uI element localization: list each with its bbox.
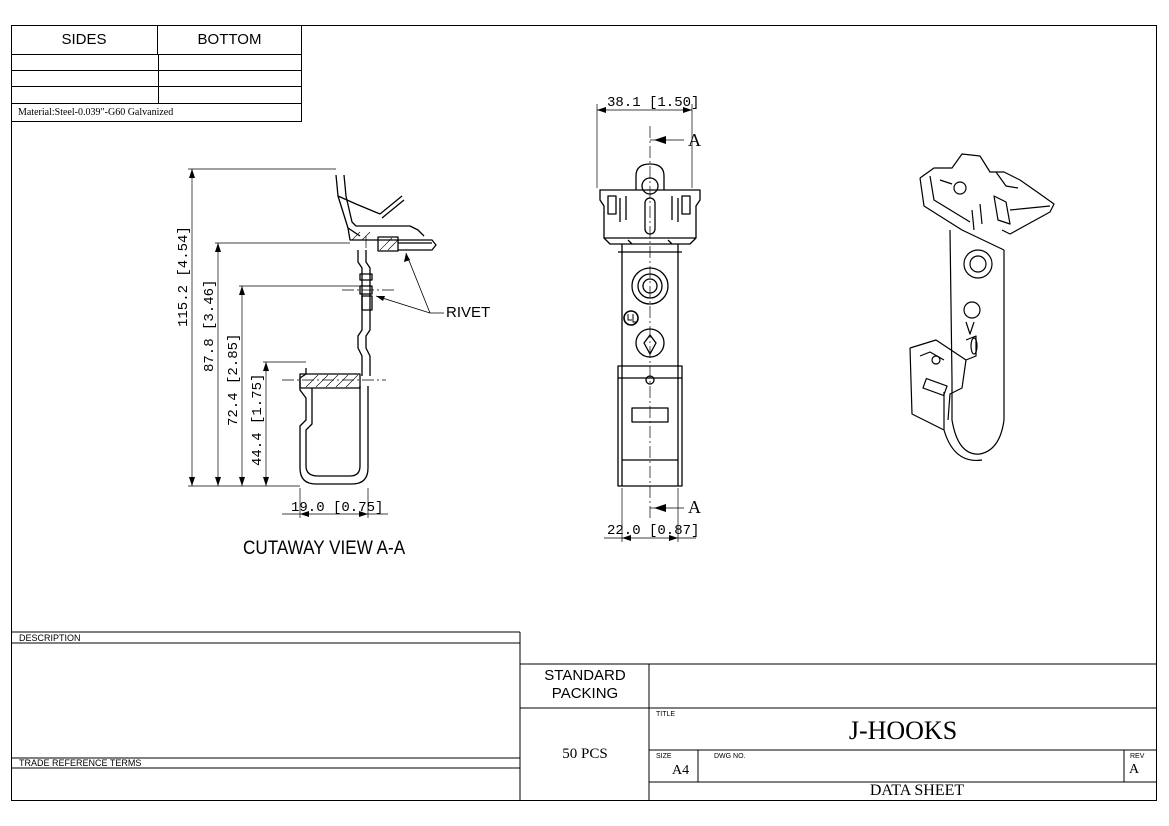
drawing-frame <box>11 25 1157 801</box>
material-note: Material:Steel-0.039″-G60 Galvanized <box>18 107 174 118</box>
cutaway-hatch <box>305 231 399 388</box>
cutaway-dimensions <box>188 168 388 518</box>
bottom-header-cell: BOTTOM <box>158 25 302 55</box>
table-row <box>11 87 302 104</box>
rivet-label: RIVET <box>446 304 491 321</box>
dim-bottom: 22.0 [0.87] <box>607 523 700 539</box>
cutaway-title: CUTAWAY VIEW A-A <box>243 538 406 559</box>
rev-label: REV <box>1130 753 1145 760</box>
table-row <box>11 71 302 87</box>
table-divider <box>158 55 159 104</box>
cutaway-profile <box>299 174 437 485</box>
table-row <box>11 55 302 71</box>
dim-width: 19.0 [0.75] <box>291 500 384 516</box>
material-cell: Material:Steel-0.039″-G60 Galvanized <box>11 104 302 122</box>
size-value: A4 <box>672 763 690 778</box>
section-label-top: A <box>688 130 701 150</box>
sides-header: SIDES <box>61 31 107 48</box>
dwg-no-label: DWG NO. <box>714 753 746 760</box>
dim-height-4: 44.4 [1.75] <box>250 373 266 466</box>
section-label-bottom: A <box>688 497 701 517</box>
size-label: SIZE <box>656 753 672 760</box>
dim-top: 38.1 [1.50] <box>607 95 700 111</box>
title-label: TITLE <box>656 711 676 718</box>
dim-height-total: 115.2 [4.54] <box>176 226 192 327</box>
cutaway-center-lines <box>282 236 394 381</box>
sides-header-cell: SIDES <box>11 25 158 55</box>
front-view-dimensions <box>604 139 696 542</box>
bottom-header: BOTTOM <box>197 31 262 48</box>
title-value: J-HOOKS <box>848 716 958 745</box>
description-label: DESCRIPTION <box>19 633 81 643</box>
dim-height-2: 87.8 [3.46] <box>202 279 218 372</box>
isometric-view <box>909 153 1055 462</box>
dim-height-3: 72.4 [2.85] <box>226 333 242 426</box>
sheet-label: DATA SHEET <box>869 782 965 799</box>
standard-packing-label: STANDARD PACKING <box>544 667 626 702</box>
packing-value: 50 PCS <box>562 746 608 762</box>
arrowheads <box>189 107 692 541</box>
title-block-lines <box>11 631 1157 801</box>
rivet-leader <box>375 252 444 314</box>
rev-value: A <box>1129 762 1140 777</box>
trade-reference-label: TRADE REFERENCE TERMS <box>19 758 142 768</box>
front-view-profile <box>596 104 701 487</box>
